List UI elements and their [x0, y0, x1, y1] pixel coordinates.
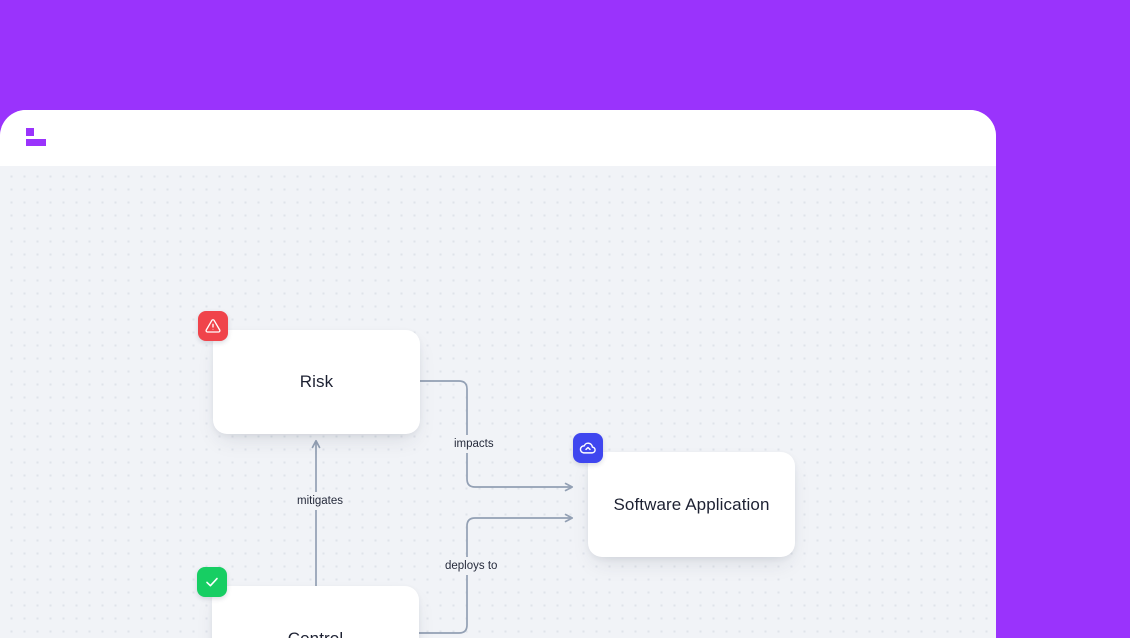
- app-header: [0, 110, 996, 166]
- edge-impacts-path: [420, 380, 574, 492]
- check-icon: [197, 567, 227, 597]
- cloud-icon: [573, 433, 603, 463]
- edge-label-impacts: impacts: [450, 435, 498, 453]
- node-control[interactable]: Control: [197, 567, 419, 638]
- edge-label-deploys-to: deploys to: [441, 557, 502, 575]
- edge-deploys-path: [419, 513, 574, 634]
- alert-triangle-icon: [198, 311, 228, 341]
- node-control-label: Control: [287, 628, 344, 638]
- logo-bar-icon: [26, 139, 46, 146]
- node-risk-label: Risk: [299, 372, 334, 391]
- edges-layer: [311, 380, 574, 634]
- logo-square-icon: [26, 128, 34, 136]
- node-software-application-label: Software Application: [613, 494, 770, 514]
- diagram-canvas[interactable]: impacts mitigates deploys to Risk: [0, 166, 996, 638]
- edge-label-mitigates: mitigates: [293, 492, 348, 510]
- node-risk[interactable]: Risk: [198, 311, 420, 434]
- brand-logo-mark[interactable]: [26, 128, 46, 146]
- app-panel: impacts mitigates deploys to Risk: [0, 110, 996, 638]
- node-software-application[interactable]: Software Application: [573, 433, 795, 557]
